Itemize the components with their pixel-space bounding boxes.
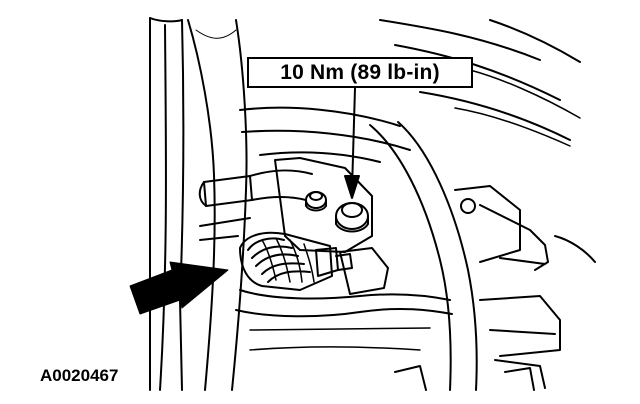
background-structure-top-right [379,19,581,147]
hose-clamp [198,169,313,241]
upper-tubes [239,106,411,163]
right-housing [454,185,596,271]
lower-right-components [394,295,561,391]
connector-callout-arrow [129,261,229,315]
torque-leader-arrow [344,87,360,199]
left-panel-lines [148,17,185,391]
torque-spec-text: 10 Nm (89 lb-in) [280,60,440,84]
torque-spec-label: 10 Nm (89 lb-in) [247,57,473,88]
hose-right [369,121,478,391]
electrical-connector [239,231,353,291]
figure-id-label: A0020467 [40,366,119,385]
bolt-torqued [335,202,369,233]
wire-harness [235,289,453,351]
hose-left [187,19,248,391]
bolt-small [305,191,327,212]
